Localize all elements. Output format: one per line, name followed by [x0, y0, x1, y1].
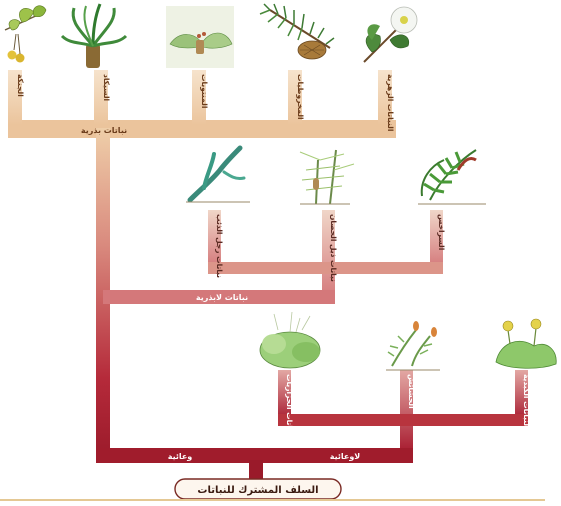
root-label-box: السلف المشترك للنباتات	[175, 479, 341, 499]
gnetophyte-icon	[166, 6, 234, 68]
label-conifer: المخروطيات	[296, 74, 305, 120]
vascular-branch-label: وعائية	[168, 452, 193, 461]
label-flowering: النباتات الزهرية	[386, 74, 395, 131]
label-fern: السراخس	[437, 214, 446, 250]
seedless-plants-branch	[103, 210, 443, 304]
conifer-icon	[260, 4, 334, 59]
flowering-plant-icon	[364, 7, 417, 62]
label-horsetail: نباتات ذيل الحصان	[329, 214, 338, 282]
label-liverwort: النباتات الكبدية	[522, 374, 531, 429]
seedless-crossbar	[208, 262, 443, 274]
nonvasc-crossbar	[278, 414, 528, 426]
cycad-icon	[62, 4, 126, 68]
seed-branch-label: نباتات بذرية	[81, 126, 127, 135]
horsetail-icon	[300, 150, 354, 204]
root-label: السلف المشترك للنباتات	[197, 485, 318, 496]
seedless-branch-label: نباتات لابذرية	[196, 293, 248, 302]
moss-icon	[260, 312, 320, 368]
footer-rule	[0, 499, 545, 501]
club-moss-icon	[186, 148, 250, 202]
liverwort-icon	[496, 319, 556, 368]
label-hornwort: الحشائش	[407, 374, 416, 409]
nonvascular-branch-label: لاوعائية	[330, 452, 361, 461]
fern-icon	[418, 150, 486, 204]
nonvascular-plants-branch	[278, 370, 528, 452]
label-clubmoss: نباتات رجل الذئب	[215, 214, 224, 278]
label-moss: نباتات الحزازيات	[285, 374, 294, 434]
label-cycad: السيكاد	[102, 74, 111, 101]
ginkgo-icon	[5, 6, 46, 63]
label-gnetophyte: المنتوبات	[200, 74, 209, 108]
label-ginkgo: الجنكة	[16, 74, 25, 97]
hornwort-icon	[386, 321, 440, 370]
